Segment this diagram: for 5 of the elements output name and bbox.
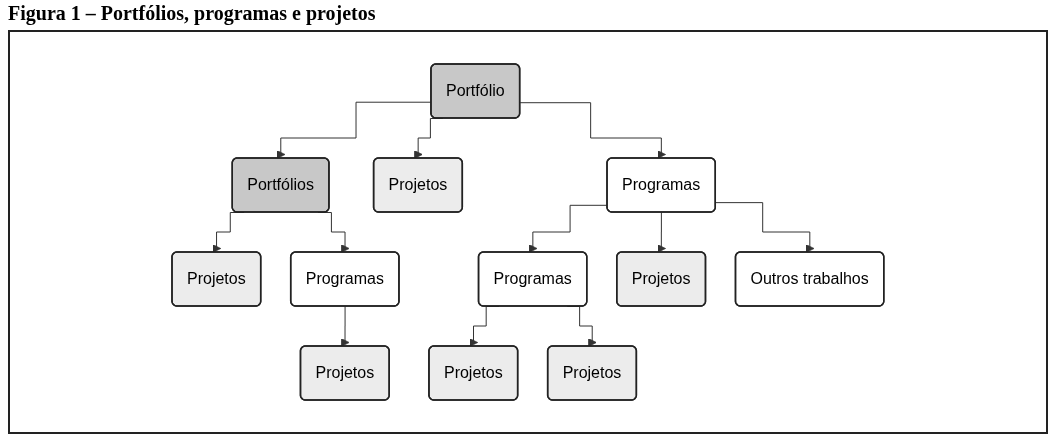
figure-title: Figura 1 – Portfólios, programas e projetos — [8, 2, 377, 25]
arrow — [519, 102, 667, 159]
arrow — [340, 306, 350, 347]
arrow — [715, 202, 815, 253]
arrow — [657, 212, 667, 253]
